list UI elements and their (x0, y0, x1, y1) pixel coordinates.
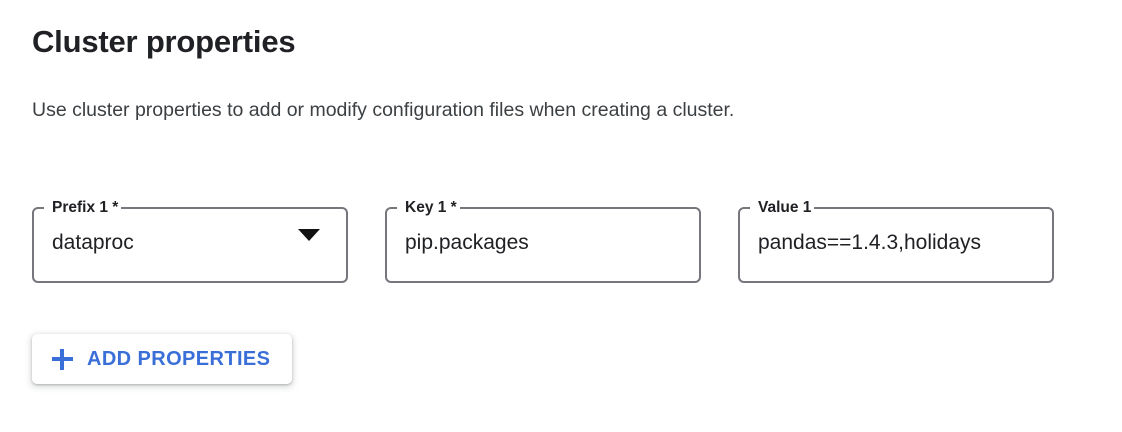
field-prefix[interactable]: Prefix 1 * Prefix 1 * dataproc (32, 199, 348, 283)
prefix-select-value: dataproc (52, 231, 134, 254)
key-input-value: pip.packages (405, 231, 529, 254)
value-input-value: pandas==1.4.3,holidays (758, 231, 982, 254)
key-input[interactable]: pip.packages (387, 209, 699, 281)
chevron-down-icon[interactable] (298, 229, 320, 241)
prefix-select[interactable]: dataproc (34, 209, 346, 281)
properties-field-row: Prefix 1 * Prefix 1 * dataproc Key 1 * K… (32, 199, 1054, 283)
field-key-label: Key 1 * (405, 199, 457, 216)
field-value-label: Value 1 (758, 199, 812, 216)
field-value[interactable]: Value 1 Value 1 pandas==1.4.3,holidays (738, 199, 1054, 283)
add-properties-button-label: ADD PROPERTIES (87, 348, 271, 370)
plus-icon (52, 348, 73, 370)
value-input[interactable]: pandas==1.4.3,holidays (740, 209, 1052, 281)
field-key[interactable]: Key 1 * Key 1 * pip.packages (385, 199, 701, 283)
page-description: Use cluster properties to add or modify … (32, 99, 735, 121)
field-prefix-label: Prefix 1 * (52, 199, 119, 216)
add-properties-button[interactable]: ADD PROPERTIES (32, 334, 293, 384)
page-title: Cluster properties (32, 24, 296, 59)
